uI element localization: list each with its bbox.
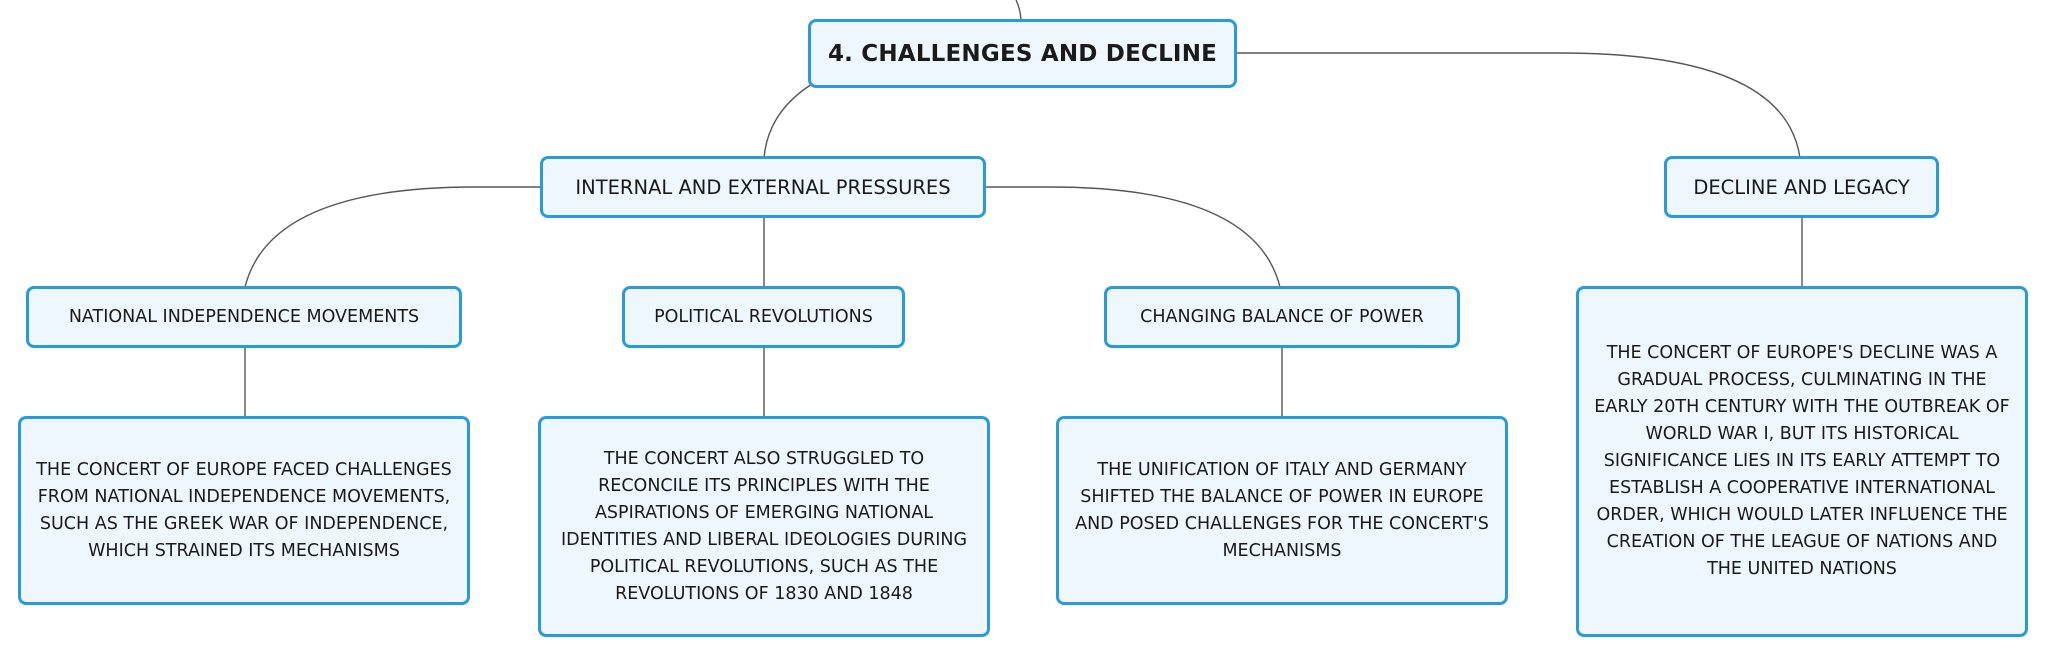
- connector-root-to-decline: [1237, 52, 1801, 159]
- topic-label: POLITICAL REVOLUTIONS: [654, 307, 873, 327]
- branch-internal-external-pressures[interactable]: INTERNAL AND EXTERNAL PRESSURES: [540, 156, 986, 218]
- topic-label: CHANGING BALANCE OF POWER: [1140, 307, 1424, 327]
- topic-national-independence-movements[interactable]: NATIONAL INDEPENDENCE MOVEMENTS: [26, 286, 462, 348]
- branch-label: INTERNAL AND EXTERNAL PRESSURES: [575, 175, 951, 199]
- root-topic-label: 4. CHALLENGES AND DECLINE: [827, 40, 1218, 67]
- branch-decline-and-legacy[interactable]: DECLINE AND LEGACY: [1664, 156, 1939, 218]
- topic-label: NATIONAL INDEPENDENCE MOVEMENTS: [68, 307, 420, 327]
- root-topic-node[interactable]: 4. CHALLENGES AND DECLINE: [808, 19, 1237, 88]
- detail-text: THE CONCERT ALSO STRUGGLED TO RECONCILE …: [560, 448, 968, 604]
- branch-label: DECLINE AND LEGACY: [1693, 175, 1910, 199]
- topic-changing-balance-of-power[interactable]: CHANGING BALANCE OF POWER: [1104, 286, 1460, 348]
- connector-root-to-pressures: [763, 83, 813, 159]
- connector-pressures-to-national: [244, 186, 540, 288]
- detail-text: THE CONCERT OF EUROPE'S DECLINE WAS A GR…: [1594, 343, 2010, 579]
- detail-text: THE UNIFICATION OF ITALY AND GERMANY SHI…: [1075, 459, 1489, 561]
- detail-decline-and-legacy[interactable]: THE CONCERT OF EUROPE'S DECLINE WAS A GR…: [1576, 286, 2028, 637]
- topic-political-revolutions[interactable]: POLITICAL REVOLUTIONS: [622, 286, 905, 348]
- detail-political-revolutions[interactable]: THE CONCERT ALSO STRUGGLED TO RECONCILE …: [538, 416, 990, 637]
- detail-national-independence-movements[interactable]: THE CONCERT OF EUROPE FACED CHALLENGES F…: [18, 416, 470, 605]
- connector-parent-to-root: [1015, 0, 1022, 20]
- detail-changing-balance-of-power[interactable]: THE UNIFICATION OF ITALY AND GERMANY SHI…: [1056, 416, 1508, 605]
- connector-pressures-to-balance: [986, 186, 1281, 288]
- detail-text: THE CONCERT OF EUROPE FACED CHALLENGES F…: [36, 459, 452, 561]
